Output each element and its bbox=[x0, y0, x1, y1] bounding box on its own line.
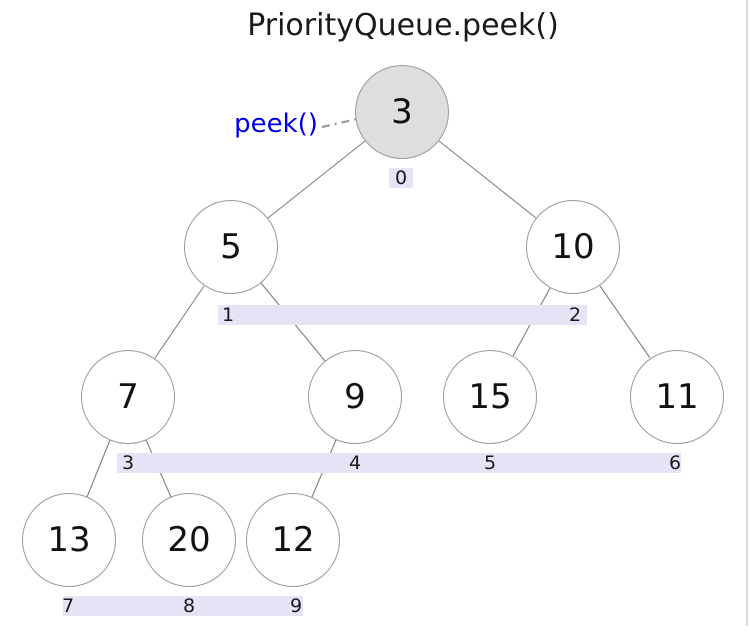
heap-node: 15 bbox=[443, 350, 537, 444]
node-value: 5 bbox=[220, 227, 242, 267]
node-value: 7 bbox=[117, 377, 139, 417]
node-value: 9 bbox=[344, 377, 366, 417]
peek-annotation-label: peek() bbox=[234, 109, 318, 139]
node-value: 13 bbox=[47, 520, 91, 560]
tree-edge bbox=[438, 140, 537, 219]
array-index-label: 9 bbox=[289, 595, 303, 617]
node-value: 12 bbox=[271, 520, 315, 560]
figure-title: PriorityQueue.peek() bbox=[247, 8, 559, 43]
heap-node: 12 bbox=[246, 493, 340, 587]
heap-node: 11 bbox=[630, 350, 724, 444]
heap-node: 10 bbox=[526, 200, 620, 294]
array-index-label: 7 bbox=[61, 595, 75, 617]
node-value: 11 bbox=[655, 377, 699, 417]
node-value: 15 bbox=[468, 377, 512, 417]
node-value: 20 bbox=[167, 520, 211, 560]
tree-edge bbox=[267, 140, 366, 219]
array-index-label: 2 bbox=[568, 304, 582, 326]
heap-node: 5 bbox=[184, 200, 278, 294]
array-slice-bar-level3 bbox=[63, 596, 303, 616]
array-index-label: 3 bbox=[121, 452, 135, 474]
heap-node-root: 3 bbox=[355, 65, 449, 159]
array-index-label: 0 bbox=[388, 168, 414, 188]
tree-edge bbox=[154, 285, 205, 359]
array-index-label: 6 bbox=[668, 452, 682, 474]
tree-edge bbox=[599, 285, 651, 359]
node-value: 3 bbox=[391, 92, 413, 132]
tree-edge bbox=[86, 439, 111, 498]
array-index-label: 1 bbox=[221, 304, 235, 326]
array-index-label: 4 bbox=[348, 452, 362, 474]
array-index-label: 8 bbox=[182, 595, 196, 617]
node-value: 10 bbox=[551, 227, 595, 267]
array-slice-bar-level1 bbox=[218, 305, 587, 325]
heap-node: 20 bbox=[142, 493, 236, 587]
array-slice-bar-level2 bbox=[117, 453, 681, 473]
heap-node: 7 bbox=[81, 350, 175, 444]
panel-right-border bbox=[746, 0, 748, 626]
heap-node: 13 bbox=[22, 493, 116, 587]
heap-node: 9 bbox=[308, 350, 402, 444]
array-index-label: 5 bbox=[483, 452, 497, 474]
